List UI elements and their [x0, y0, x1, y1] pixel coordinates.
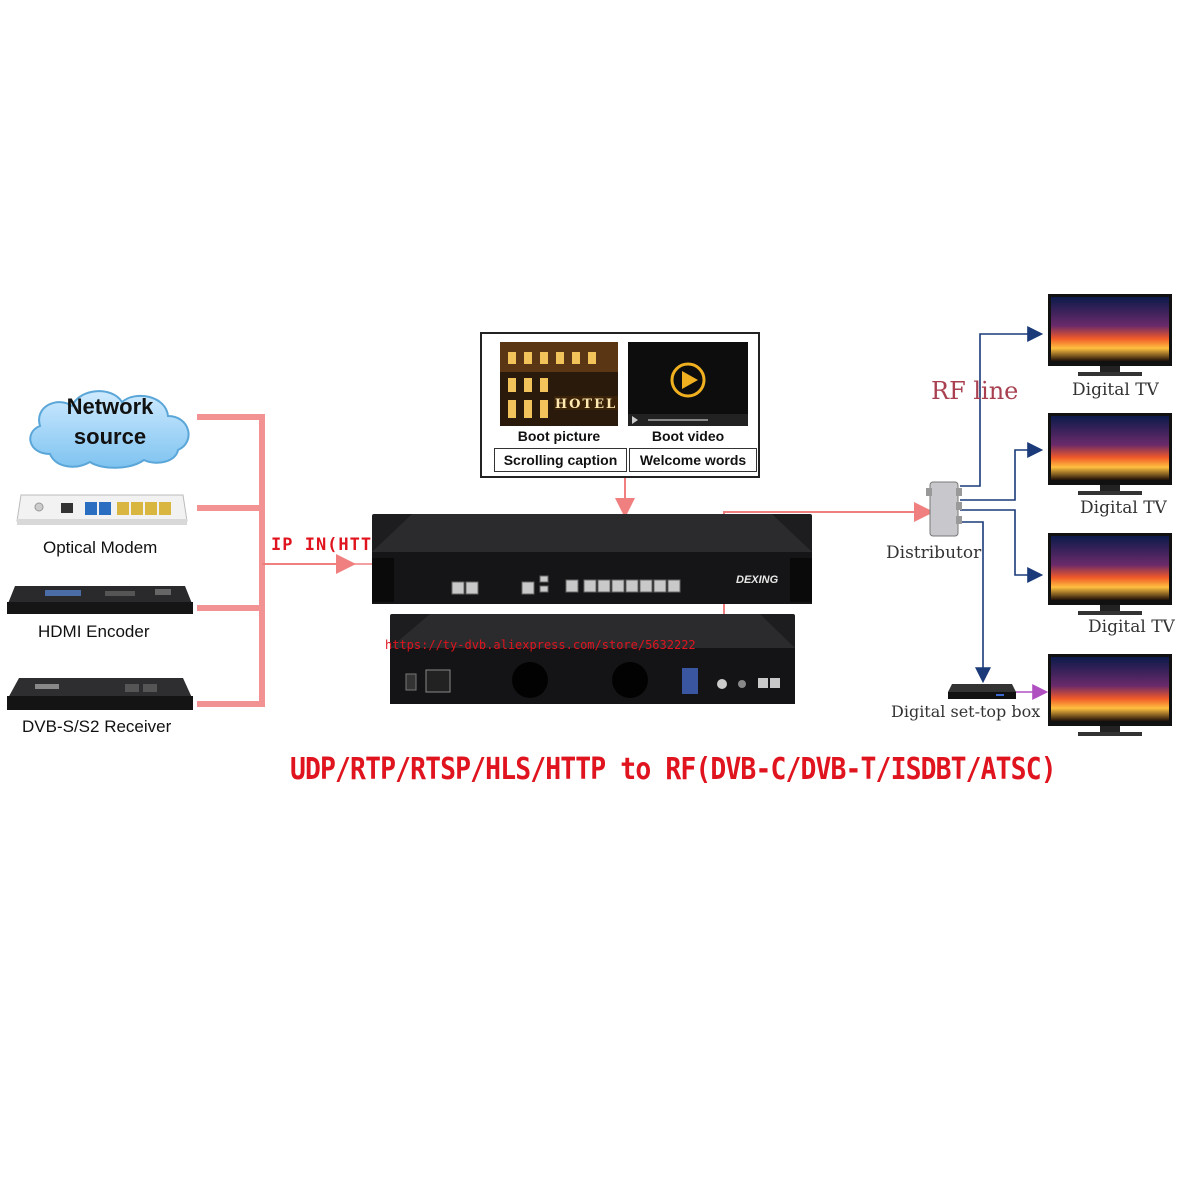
tv-2-label: Digital TV — [1080, 498, 1167, 518]
set-top-box-icon — [948, 684, 1016, 699]
network-source-label: Network source — [66, 394, 154, 449]
device-brand: DEXING — [736, 574, 779, 586]
hotel-sign: HOTEL — [555, 397, 617, 412]
tv-4-icon — [1048, 654, 1172, 736]
hdmi-encoder-icon — [7, 586, 193, 614]
tv-3-label: Digital TV — [1088, 617, 1175, 637]
cloud-icon — [29, 390, 190, 469]
tv-1-icon — [1048, 294, 1172, 376]
boot-video-label: Boot video — [651, 428, 725, 444]
feature-box: HOTEL Boot picture Boot video Scrolling … — [480, 332, 760, 478]
rf-line-label: RF line — [931, 377, 1019, 405]
ip-to-rf-device-front: DEXING — [372, 514, 812, 604]
distributor-icon — [926, 481, 962, 537]
optical-modem-label: Optical Modem — [43, 538, 158, 557]
welcome-words-label: Welcome words — [629, 448, 757, 472]
distributor-label: Distributor — [886, 543, 982, 563]
tv-3-icon — [1048, 533, 1172, 615]
dvb-receiver-icon — [7, 678, 193, 710]
headline: UDP/RTP/RTSP/HLS/HTTP to RF(DVB-C/DVB-T/… — [290, 752, 1057, 787]
ip-to-rf-device-rear — [390, 614, 795, 704]
set-top-box-label: Digital set-top box — [891, 702, 1041, 721]
scrolling-caption-label: Scrolling caption — [494, 448, 627, 472]
boot-picture-image: HOTEL — [500, 342, 618, 426]
boot-picture-label: Boot picture — [517, 428, 601, 444]
boot-video-image — [628, 342, 748, 426]
device-rear-panel — [390, 614, 795, 704]
hdmi-encoder-label: HDMI Encoder — [38, 622, 150, 641]
optical-modem-icon — [16, 494, 188, 525]
dvb-receiver-label: DVB-S/S2 Receiver — [22, 717, 172, 736]
tv-1-label: Digital TV — [1072, 380, 1159, 400]
tv-2-icon — [1048, 413, 1172, 495]
device-front-panel — [372, 514, 812, 604]
store-url: https://ty-dvb.aliexpress.com/store/5632… — [385, 638, 696, 652]
source-bus — [197, 414, 265, 707]
